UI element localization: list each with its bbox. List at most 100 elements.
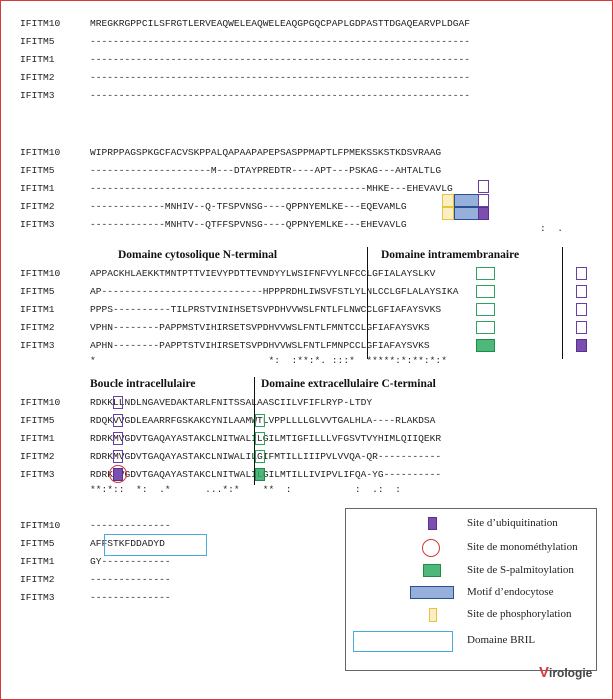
palmitoylation-site-ifitm10 xyxy=(476,267,495,280)
alignment-row: IFITM3----------------------------------… xyxy=(20,90,470,102)
ubiquitination-site-ifitm5 xyxy=(576,285,587,298)
protein-sequence: ---------------------M---DTAYPREDTR----A… xyxy=(90,165,442,176)
boundary-line-cytosolic-intramembrane xyxy=(367,247,368,359)
protein-sequence: AP----------------------------HPPPRDHLIW… xyxy=(90,286,459,297)
protein-sequence: -------------MNHIV--Q-TFSPVNSG----QPPNYE… xyxy=(90,201,407,212)
ubiquitination-site-ifitm3 xyxy=(478,207,489,220)
protein-name: IFITM5 xyxy=(20,165,55,176)
protein-name: IFITM1 xyxy=(20,304,55,315)
header-intracellular-loop: Boucle intracellulaire xyxy=(90,378,196,390)
alignment-row: IFITM5 AP----------------------------HPPP… xyxy=(20,286,458,298)
protein-name: IFITM3 xyxy=(20,90,55,101)
palmitoylation-site-ifitm2 xyxy=(476,321,495,334)
alignment-row: IFITM1 RDRKMVGDVTGAQAYASTAKCLNITWALILGILM… xyxy=(20,433,441,445)
alignment-row: IFITM5 RDQKVVGDLEAARRFGSKAKCYNILAAMWTLVPP… xyxy=(20,415,435,427)
alignment-row: IFITM2 RDRKMVGDVTGAQAYASTAKCLNIWALILGIFMT… xyxy=(20,451,441,463)
protein-name: IFITM2 xyxy=(20,574,55,585)
legend-monomethylation-swatch xyxy=(422,539,440,557)
protein-sequence: ----------------------------------------… xyxy=(90,54,470,65)
palmitoylation-site-ifitm1 xyxy=(476,303,495,316)
header-intramembrane: Domaine intramembranaire xyxy=(381,249,520,261)
alignment-row: IFITM2----------------------------------… xyxy=(20,72,470,84)
protein-name: IFITM5 xyxy=(20,286,55,297)
protein-name: IFITM10 xyxy=(20,397,61,408)
protein-sequence: RDRKMVGDVTGAQAYASTAKCLNIWALILGIFMTILLIII… xyxy=(90,451,442,462)
protein-sequence: RDRKMVGDVTGAQAYASTAKCLNITWALILGILMTILLIV… xyxy=(90,469,442,480)
legend-bril-swatch xyxy=(353,631,453,652)
alignment-row: IFITM5 ---------------------M---DTAYPREDT… xyxy=(20,165,441,177)
alignment-row: IFITM10 MREGKRGPPCILSFRGTLERVEAQWELEAQWEL… xyxy=(20,18,470,30)
ubiquitination-site-ifitm2 xyxy=(478,194,489,207)
protein-name: IFITM2 xyxy=(20,72,55,83)
ubiquitination-site-ifitm2-loop xyxy=(113,450,123,463)
phosphorylation-site-ifitm3 xyxy=(442,207,454,220)
protein-name: IFITM1 xyxy=(20,433,55,444)
protein-sequence: ----------------------------------------… xyxy=(90,183,453,194)
alignment-row: IFITM10-------------- xyxy=(20,520,171,532)
protein-sequence: PPPS----------TILPRSTVINIHSETSVPDHVVWSLF… xyxy=(90,304,442,315)
header-extracellular-c-terminal: Domaine extracellulaire C-terminal xyxy=(261,378,436,390)
protein-sequence: RDKKLLNDLNGAVEDAKTARLFNITSSALAASCIILVFIF… xyxy=(90,397,373,408)
protein-name: IFITM10 xyxy=(20,18,61,29)
protein-name: IFITM10 xyxy=(20,147,61,158)
protein-name: IFITM1 xyxy=(20,54,55,65)
monomethylation-site-ifitm3 xyxy=(109,465,127,483)
palmitoylation-site-ifitm5-c xyxy=(255,414,265,427)
palmitoylation-site-ifitm2-c xyxy=(255,450,265,463)
alignment-row: IFITM1 ----------------------------------… xyxy=(20,183,453,195)
consensus-line: **:*:: *: .* ...*:* ** : : .: : xyxy=(90,484,401,495)
protein-name: IFITM10 xyxy=(20,268,61,279)
protein-name: IFITM5 xyxy=(20,415,55,426)
bril-domain-ifitm5 xyxy=(104,534,207,556)
endocytosis-motif-ifitm3 xyxy=(454,207,479,220)
logo-rest: irologie xyxy=(549,666,593,680)
protein-name: IFITM1 xyxy=(20,183,55,194)
ubiquitination-site-ifitm10-loop xyxy=(113,396,123,409)
alignment-row: IFITM3-------------- xyxy=(20,592,171,604)
header-cytosolic-n-terminal: Domaine cytosolique N-terminal xyxy=(118,249,278,261)
ubiquitination-site-ifitm1 xyxy=(478,180,489,193)
legend-endocytosis-swatch xyxy=(410,586,454,599)
boundary-line-intramembrane-loop xyxy=(562,247,563,359)
alignment-row: IFITM3-------------MNHTV--QTFFSPVNSG----… xyxy=(20,219,407,231)
protein-name: IFITM1 xyxy=(20,556,55,567)
protein-sequence: MREGKRGPPCILSFRGTLERVEAQWELEAQWELEAQGPGQ… xyxy=(90,18,470,29)
protein-sequence: RDQKVVGDLEAARRFGSKAKCYNILAAMWTLVPPLLLLGL… xyxy=(90,415,436,426)
alignment-row: IFITM10 APPACKHLAEKKTMNTPTTVIEVYPDTTEVNDY… xyxy=(20,268,435,280)
protein-name: IFITM2 xyxy=(20,201,55,212)
protein-sequence: RDRKMVGDVTGAQAYASTAKCLNITWALILGILMTIGFIL… xyxy=(90,433,442,444)
consensus-line: * *: :**:*. :::* *****:*:**:*:* xyxy=(90,355,447,366)
ubiquitination-site-ifitm1 xyxy=(576,303,587,316)
endocytosis-motif-ifitm2 xyxy=(454,194,479,207)
legend-bril-label: Domaine BRIL xyxy=(467,634,536,646)
protein-sequence: AFFSTKFDDADYD xyxy=(90,538,165,549)
ubiquitination-site-ifitm2 xyxy=(576,321,587,334)
protein-name: IFITM3 xyxy=(20,469,55,480)
protein-name: IFITM5 xyxy=(20,36,55,47)
protein-sequence: APPACKHLAEKKTMNTPTTVIEVYPDTTEVNDYYLWSIFN… xyxy=(90,268,436,279)
palmitoylation-site-ifitm1-c xyxy=(255,432,265,445)
palmitoylation-site-ifitm5 xyxy=(476,285,495,298)
protein-name: IFITM10 xyxy=(20,520,61,531)
ubiquitination-site-ifitm3-filled xyxy=(576,339,587,352)
palmitoylation-site-ifitm3-c xyxy=(255,468,265,481)
virologie-logo: Virologie xyxy=(539,664,592,681)
protein-name: IFITM3 xyxy=(20,340,55,351)
protein-name: IFITM3 xyxy=(20,219,55,230)
alignment-row: IFITM5 ----------------------------------… xyxy=(20,36,470,48)
legend-endocytosis-label: Motif d’endocytose xyxy=(467,586,554,598)
logo-initial: V xyxy=(539,664,550,681)
legend: Site d’ubiquitination Site de monométhyl… xyxy=(345,508,597,671)
protein-name: IFITM2 xyxy=(20,451,55,462)
alignment-row: IFITM3 RDRKMVGDVTGAQAYASTAKCLNITWALILGILM… xyxy=(20,469,441,481)
alignment-row: IFITM2 -------------MNHIV--Q-TFSPVNSG----… xyxy=(20,201,407,213)
legend-monomethylation-label: Site de monométhylation xyxy=(467,541,578,553)
protein-sequence: -------------- xyxy=(90,574,171,585)
protein-name: IFITM5 xyxy=(20,538,55,549)
protein-sequence: ----------------------------------------… xyxy=(90,36,470,47)
alignment-row: IFITM1 ----------------------------------… xyxy=(20,54,470,66)
palmitoylation-site-ifitm3 xyxy=(476,339,495,352)
